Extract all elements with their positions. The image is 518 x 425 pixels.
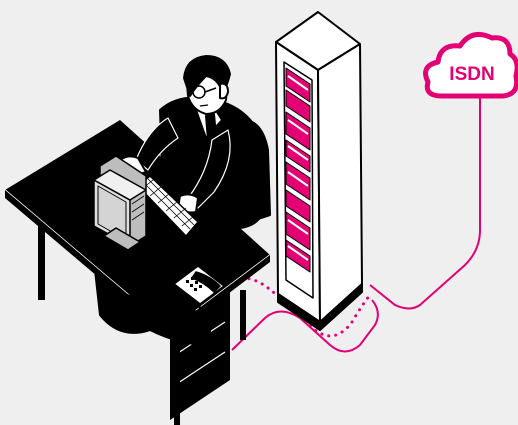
cloud-to-server-cable: [370, 90, 480, 309]
cloud-label: ISDN: [449, 64, 494, 85]
isdn-cloud-icon: ISDN: [426, 34, 518, 96]
server-rack-icon: [276, 12, 362, 330]
